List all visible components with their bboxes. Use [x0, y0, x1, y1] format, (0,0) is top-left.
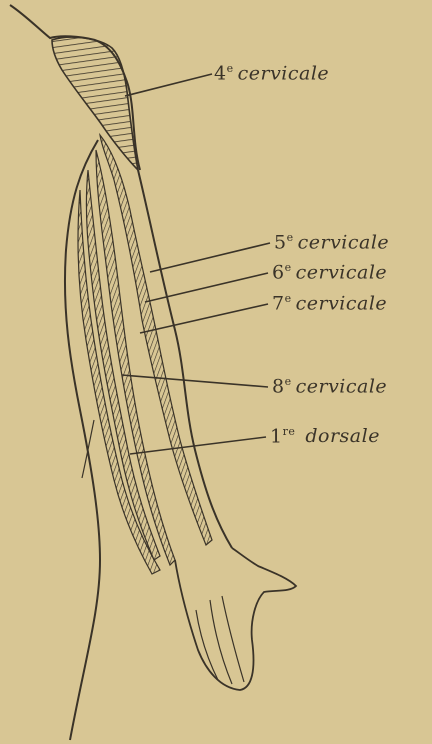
hand-outline [175, 548, 296, 690]
dermatome-4-cervicale [52, 37, 138, 170]
leader-5-cervicale [150, 243, 270, 272]
finger-lines [196, 596, 244, 684]
leader-7-cervicale [140, 304, 268, 333]
leader-1-dorsale [130, 437, 266, 454]
leader-8-cervicale [122, 375, 268, 387]
leader-4-cervicale [125, 74, 212, 96]
